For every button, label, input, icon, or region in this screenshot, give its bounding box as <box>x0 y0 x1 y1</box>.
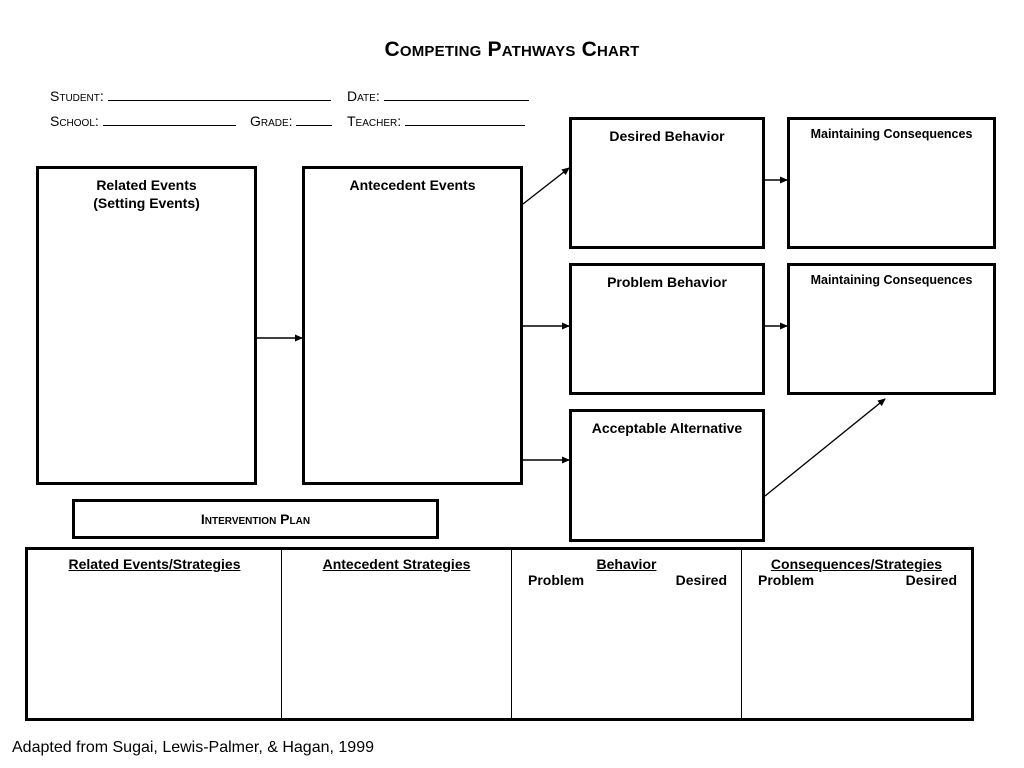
consequences-desired-label: Desired <box>905 572 957 588</box>
school-label: School: <box>50 113 99 129</box>
date-blank[interactable] <box>383 86 529 101</box>
school-field: School: <box>50 111 236 129</box>
date-field: Date: <box>347 86 529 104</box>
antecedent-strategies-cell[interactable]: Antecedent Strategies <box>281 548 512 720</box>
consequences-strategies-header: Consequences/Strategies <box>770 556 943 572</box>
attribution-footer: Adapted from Sugai, Lewis-Palmer, & Haga… <box>12 739 374 756</box>
page-title: Competing Pathways Chart <box>384 38 640 61</box>
date-label: Date: <box>347 88 380 104</box>
student-label: Student: <box>50 88 104 104</box>
related-events-strategies-header: Related Events/Strategies <box>68 556 241 572</box>
related-events-box[interactable]: Related Events (Setting Events) <box>36 166 257 485</box>
student-blank[interactable] <box>107 86 331 101</box>
maintaining-consequences-desired-box[interactable]: Maintaining Consequences <box>787 117 996 249</box>
consequences-strategies-cell[interactable]: Consequences/Strategies Problem Desired <box>741 548 973 720</box>
acceptable-alternative-box[interactable]: Acceptable Alternative <box>569 409 765 542</box>
desired-behavior-box[interactable]: Desired Behavior <box>569 117 765 249</box>
arrow-alternative-to-consequences <box>764 398 886 497</box>
teacher-field: Teacher: <box>347 111 526 129</box>
grade-field: Grade: <box>250 111 333 129</box>
grade-blank[interactable] <box>296 111 333 126</box>
setting-events-label: (Setting Events) <box>93 195 200 211</box>
related-events-strategies-cell[interactable]: Related Events/Strategies <box>27 549 282 720</box>
related-events-label: Related Events <box>96 177 197 193</box>
related-events-title: Related Events (Setting Events) <box>39 169 254 212</box>
problem-behavior-box[interactable]: Problem Behavior <box>569 263 765 395</box>
antecedent-strategies-header: Antecedent Strategies <box>322 556 471 572</box>
consequences-problem-label: Problem <box>758 572 815 588</box>
behavior-header: Behavior <box>596 556 657 572</box>
intervention-plan-banner: Intervention Plan <box>72 499 439 539</box>
maintaining-consequences-label: Maintaining Consequences <box>810 273 973 287</box>
grade-label: Grade: <box>250 113 293 129</box>
maintaining-consequences-label: Maintaining Consequences <box>810 127 973 141</box>
problem-behavior-label: Problem Behavior <box>607 274 727 290</box>
antecedent-events-label: Antecedent Events <box>349 177 476 193</box>
behavior-desired-label: Desired <box>675 572 727 588</box>
teacher-label: Teacher: <box>347 113 402 129</box>
arrow-antecedent-to-desired <box>522 167 570 205</box>
acceptable-alternative-label: Acceptable Alternative <box>591 420 743 436</box>
table-row: Related Events/Strategies Antecedent Str… <box>27 548 973 720</box>
behavior-problem-label: Problem <box>528 572 585 588</box>
behavior-cell[interactable]: Behavior Problem Desired <box>511 548 742 720</box>
consequences-subheaders: Problem Desired <box>750 572 963 588</box>
school-blank[interactable] <box>102 111 236 126</box>
maintaining-consequences-problem-box[interactable]: Maintaining Consequences <box>787 263 996 395</box>
teacher-blank[interactable] <box>405 111 526 126</box>
intervention-plan-label: Intervention Plan <box>200 511 311 527</box>
student-field: Student: <box>50 86 331 104</box>
behavior-subheaders: Problem Desired <box>520 572 733 588</box>
antecedent-events-box[interactable]: Antecedent Events <box>302 166 523 485</box>
desired-behavior-label: Desired Behavior <box>609 128 725 144</box>
intervention-plan-table: Related Events/Strategies Antecedent Str… <box>25 547 974 721</box>
